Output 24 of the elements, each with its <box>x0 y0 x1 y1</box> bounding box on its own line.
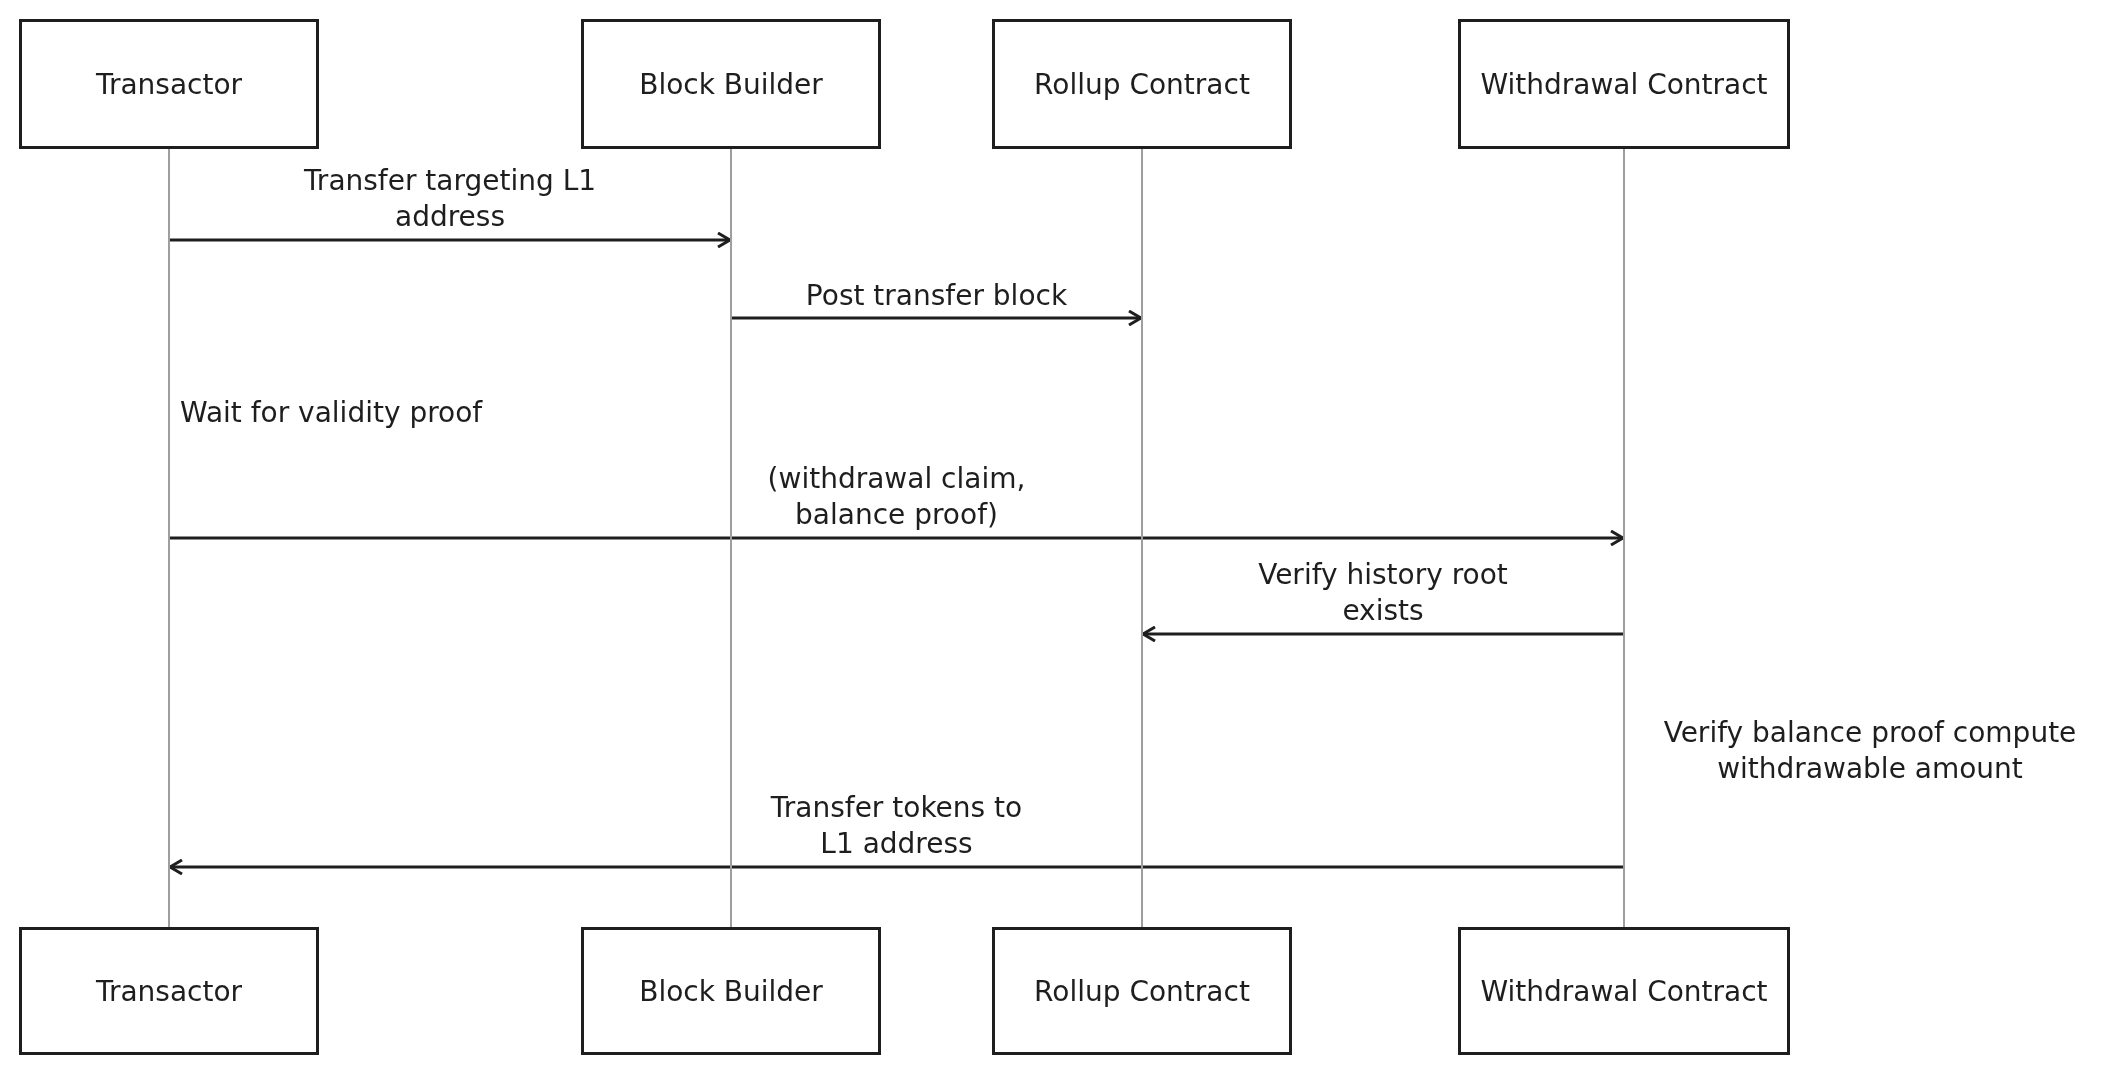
participant-box: Block Builder <box>581 927 881 1055</box>
participant-box: Rollup Contract <box>992 927 1292 1055</box>
participant-box: Rollup Contract <box>992 19 1292 149</box>
message-arrow <box>1141 625 1623 643</box>
lifeline <box>730 149 732 927</box>
participant-box: Transactor <box>19 927 319 1055</box>
note-text: Verify balance proof compute withdrawable amount <box>1662 715 2078 788</box>
edge-label: Transfer tokens to L1 address <box>769 790 1024 863</box>
edge-label: (withdrawal claim, balance proof) <box>766 461 1027 534</box>
message-arrow <box>168 858 1623 876</box>
edge-label: Transfer targeting L1 address <box>302 163 598 236</box>
edge-label: Verify history root exists <box>1257 557 1509 630</box>
lifeline <box>1623 149 1625 927</box>
lifeline <box>168 149 170 927</box>
participant-box: Transactor <box>19 19 319 149</box>
participant-box: Block Builder <box>581 19 881 149</box>
message-arrow <box>170 231 732 249</box>
lifeline <box>1141 149 1143 927</box>
note-text: Wait for validity proof <box>180 395 484 431</box>
edge-label: Post transfer block <box>804 277 1069 314</box>
participant-box: Withdrawal Contract <box>1458 927 1790 1055</box>
message-arrow <box>170 529 1625 547</box>
participant-box: Withdrawal Contract <box>1458 19 1790 149</box>
message-arrow <box>732 309 1143 327</box>
